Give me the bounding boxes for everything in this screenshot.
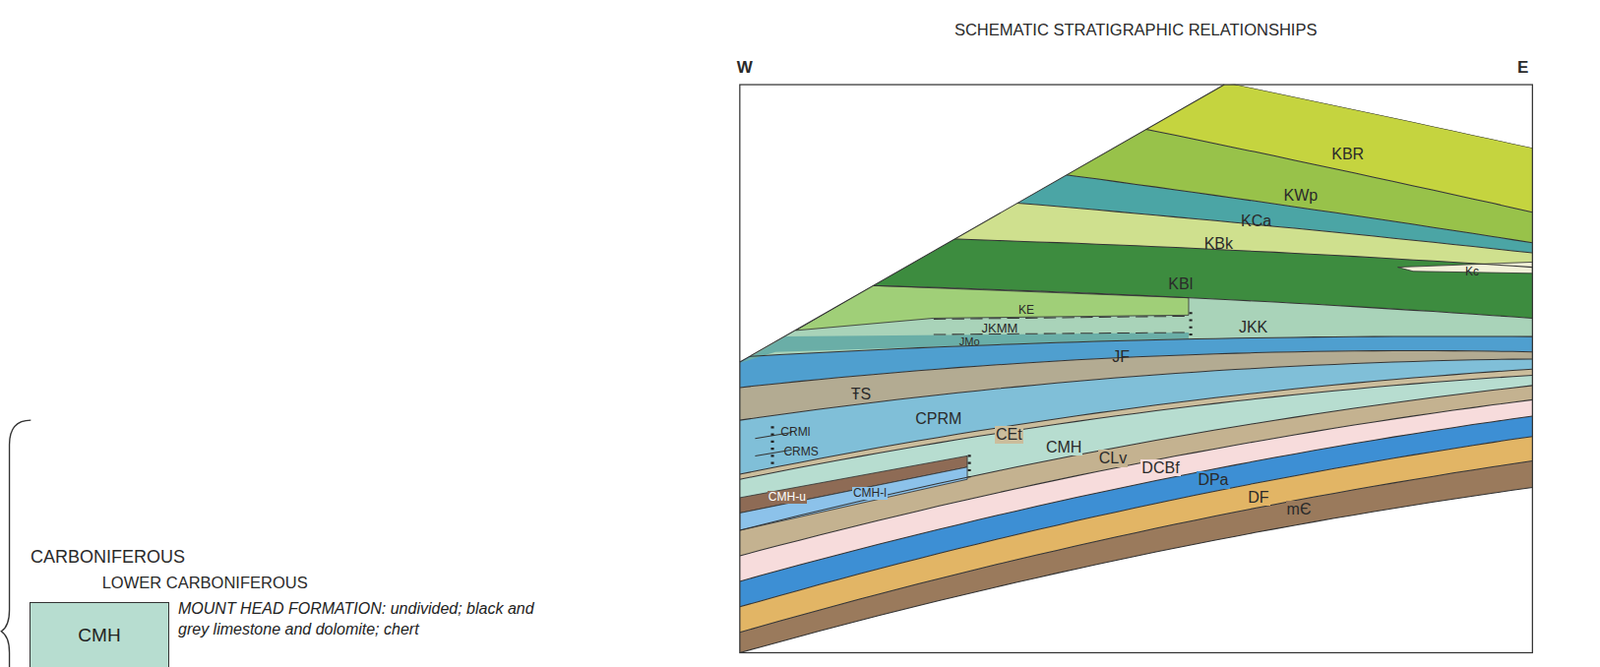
section-frame xyxy=(739,84,1534,653)
erosion-surface xyxy=(739,84,1225,363)
cmh-l-strip xyxy=(739,467,968,531)
unit-description: MOUNT HEAD FORMATION: undivided; black a… xyxy=(178,599,562,641)
strata-bands xyxy=(739,0,1534,653)
unit-label: CPRM xyxy=(915,410,962,429)
stratum-contact xyxy=(739,359,1534,421)
unit-label: CRMl xyxy=(780,426,810,439)
compass-label: W xyxy=(737,59,753,78)
period-heading: CARBONIFEROUS xyxy=(30,548,185,568)
facies-change xyxy=(1189,311,1193,340)
diagram-title: SCHEMATIC STRATIGRAPHIC RELATIONSHIPS xyxy=(954,20,1318,39)
unit-label: JKK xyxy=(1238,318,1268,337)
unit-label: JKMM xyxy=(982,321,1019,336)
unit-label: DPa xyxy=(1196,471,1230,490)
stratum-contact xyxy=(739,461,1534,633)
stratum-contact xyxy=(739,182,1534,254)
stratum-contact xyxy=(739,385,1534,531)
stratum-contact xyxy=(739,50,1534,213)
unit-label: KBl xyxy=(1168,275,1193,294)
stratum-band xyxy=(739,461,1534,654)
stratum-contact xyxy=(739,233,1534,267)
stratum-contact xyxy=(739,488,1534,654)
unit-label: CMH-l xyxy=(852,487,888,500)
unit-label: CEt xyxy=(994,426,1024,444)
legend-unit-box: CMHMOUNT HEAD FORMATION: undivided; blac… xyxy=(29,602,170,667)
facies-change xyxy=(770,426,774,467)
unit-label: Kc xyxy=(1465,265,1479,279)
unit-label: KWp xyxy=(1284,186,1319,205)
unit-label: CMH xyxy=(1045,438,1083,457)
unit-label: JF xyxy=(1111,348,1130,367)
period-heading: LOWER CARBONIFEROUS xyxy=(102,573,308,592)
unit-label: DF xyxy=(1246,489,1270,507)
dashed-contact xyxy=(933,332,1189,335)
stratum-contact xyxy=(739,351,1534,388)
unit-label: KBR xyxy=(1331,145,1364,164)
unit-label: KE xyxy=(1018,304,1035,317)
stratum-contact xyxy=(739,369,1534,475)
kc-lens xyxy=(1398,261,1534,273)
unit-symbol: CMH xyxy=(30,624,169,647)
unit-label: DCBf xyxy=(1140,459,1180,478)
compass-label: E xyxy=(1517,59,1529,78)
stratum-contact xyxy=(739,282,1534,318)
unit-label: CRMS xyxy=(783,445,818,459)
strata-lines xyxy=(739,0,1534,653)
unit-label: mЄ xyxy=(1286,500,1313,519)
stratum-contact xyxy=(739,436,1534,608)
unit-label: KCa xyxy=(1240,212,1272,231)
unit-label: CMH-u xyxy=(767,491,807,504)
unit-label: CLv xyxy=(1098,449,1128,468)
unit-label: JMo xyxy=(959,335,981,348)
unit-label: ŦS xyxy=(851,385,871,404)
stratum-contact xyxy=(739,0,1534,148)
facies-change xyxy=(968,454,972,478)
group-brace xyxy=(0,420,31,667)
stratum-contact xyxy=(739,133,1534,244)
stratum-contact xyxy=(739,336,1534,358)
unit-label: KBk xyxy=(1204,235,1233,253)
dashed-contact xyxy=(933,315,1189,319)
